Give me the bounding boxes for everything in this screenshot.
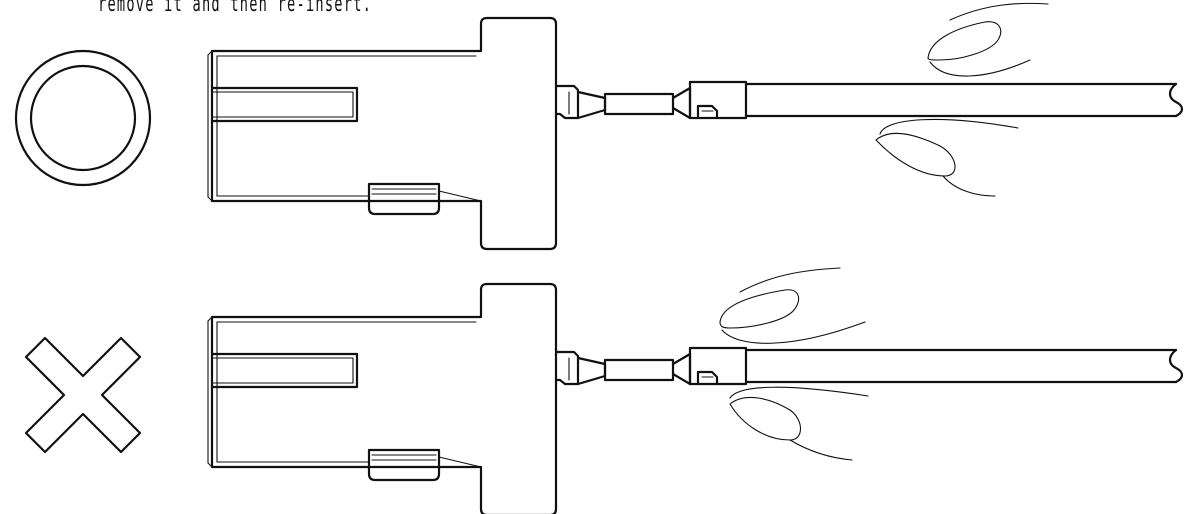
fingers-gripping-cable-ok (875, 2, 1049, 197)
ok-row (14, 2, 1184, 251)
ng-row (24, 267, 1184, 514)
connector-ok (206, 16, 1184, 251)
cross-ng-icon (24, 336, 142, 454)
instruction-caption: remove it and then re-insert. (98, 0, 373, 17)
connector-ng (206, 282, 1184, 514)
circle-ok-icon (14, 49, 152, 187)
fingers-gripping-crimp-ng (719, 267, 869, 461)
